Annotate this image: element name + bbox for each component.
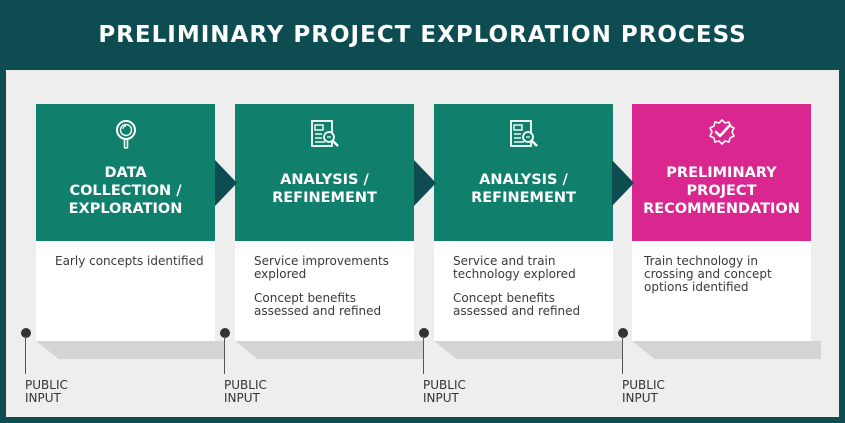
step-3-point: Service and train technology explored [453, 254, 576, 281]
public-input-label-2: PUBLIC INPUT [224, 378, 267, 405]
step-3-shadow [434, 341, 623, 359]
step-2-point: Service improvements explored [254, 254, 389, 281]
step-2-body: Service improvements explored Concept be… [254, 255, 404, 329]
page-title: PRELIMINARY PROJECT EXPLORATION PROCESS [98, 22, 747, 48]
public-input-label-3: PUBLIC INPUT [423, 378, 466, 405]
public-input-label-1: PUBLIC INPUT [25, 378, 68, 405]
step-2-point: Concept benefits assessed and refined [254, 291, 382, 318]
step-3-point: Concept benefits assessed and refined [453, 291, 581, 318]
magnifying-glass-icon [115, 120, 136, 149]
step-2-title: ANALYSIS / REFINEMENT [243, 171, 406, 207]
step-1-header: DATA COLLECTION / EXPLORATION [36, 104, 215, 241]
step-1-title-line: EXPLORATION [68, 201, 183, 217]
public-input-marker-4 [618, 328, 628, 338]
header-banner: PRELIMINARY PROJECT EXPLORATION PROCESS [0, 0, 845, 70]
public-input-line-4 [622, 336, 623, 374]
step-3-title-line: REFINEMENT [471, 190, 576, 206]
process-panel: DATA COLLECTION / EXPLORATION Early conc… [6, 70, 839, 417]
step-4-header: PRELIMINARY PROJECT RECOMMENDATION [632, 104, 811, 241]
step-1-body: Early concepts identified [55, 255, 205, 279]
step-card-3: ANALYSIS / REFINEMENT Service and train … [434, 104, 613, 341]
step-1-title-line: COLLECTION / [69, 183, 182, 199]
step-1-title-line: DATA [104, 165, 147, 181]
step-4-shadow [632, 341, 821, 359]
public-input-line-2 [224, 336, 225, 374]
step-3-title: ANALYSIS / REFINEMENT [442, 171, 605, 207]
step-3-header: ANALYSIS / REFINEMENT [434, 104, 613, 241]
public-input-label-4: PUBLIC INPUT [622, 378, 665, 405]
step-3-body: Service and train technology explored Co… [453, 255, 603, 329]
public-input-line-3 [423, 336, 424, 374]
step-4-title-line: RECOMMENDATION [643, 201, 800, 217]
step-4-body: Train technology in crossing and concept… [644, 255, 801, 305]
step-3-to-4-arrow [612, 160, 634, 206]
step-1-title: DATA COLLECTION / EXPLORATION [44, 164, 207, 218]
badge-check-icon [708, 119, 735, 145]
public-input-marker-2 [220, 328, 230, 338]
step-2-title-line: ANALYSIS / [280, 172, 369, 188]
public-input-marker-1 [21, 328, 31, 338]
step-4-title: PRELIMINARY PROJECT RECOMMENDATION [640, 164, 803, 218]
step-1-to-2-arrow [215, 160, 237, 206]
step-1-point: Early concepts identified [55, 254, 204, 268]
step-2-to-3-arrow [414, 160, 436, 206]
step-card-4: PRELIMINARY PROJECT RECOMMENDATION Train… [632, 104, 811, 341]
step-2-header: ANALYSIS / REFINEMENT [235, 104, 414, 241]
public-input-marker-3 [419, 328, 429, 338]
document-search-icon [310, 120, 339, 147]
step-card-1: DATA COLLECTION / EXPLORATION Early conc… [36, 104, 215, 341]
document-search-icon [509, 120, 538, 147]
public-input-line-1 [25, 336, 26, 374]
step-card-2: ANALYSIS / REFINEMENT Service improvemen… [235, 104, 414, 341]
step-3-title-line: ANALYSIS / [479, 172, 568, 188]
step-4-title-line: PRELIMINARY [666, 165, 777, 181]
step-4-title-line: PROJECT [686, 183, 757, 199]
step-1-shadow [36, 341, 225, 359]
step-4-point: Train technology in crossing and concept… [644, 254, 772, 294]
step-2-title-line: REFINEMENT [272, 190, 377, 206]
step-2-shadow [235, 341, 424, 359]
